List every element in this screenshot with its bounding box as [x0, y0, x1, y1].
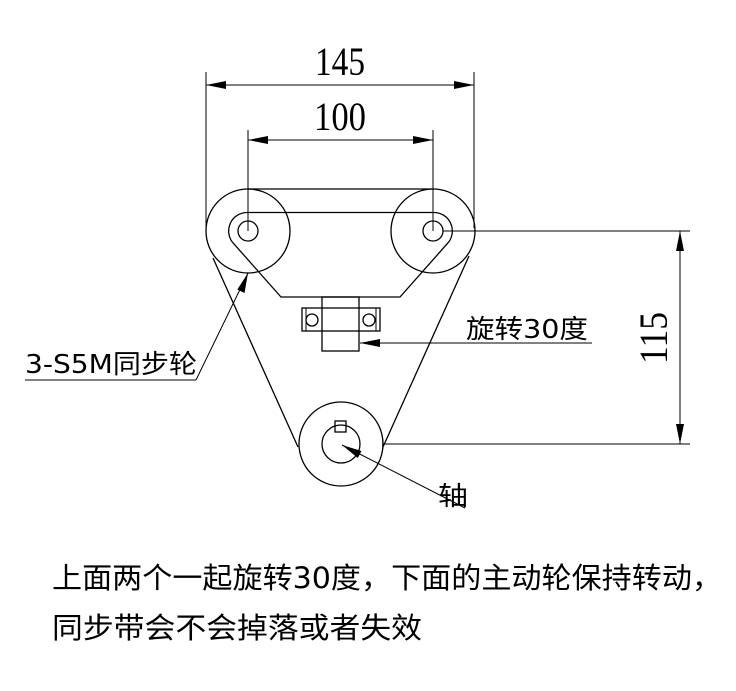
dimension-100-text: 100	[314, 94, 366, 139]
leader-rotate: 旋转30度	[360, 315, 592, 347]
dimension-115-text: 115	[631, 312, 676, 364]
pulley-drive	[298, 401, 384, 487]
pivot-shaft	[301, 296, 381, 352]
dimension-115: 115	[382, 230, 690, 445]
dimension-145-text: 145	[315, 39, 365, 84]
dimension-145: 145	[205, 39, 475, 228]
pulley-right	[390, 188, 476, 274]
timing-belt	[212, 188, 470, 448]
label-rotate-30: 旋转30度	[466, 315, 588, 345]
leader-pulley: 3-S5M同步轮	[25, 272, 249, 381]
label-shaft: 轴	[438, 482, 468, 512]
leader-shaft: 轴	[341, 444, 468, 512]
swing-plate	[228, 211, 453, 298]
note-line-2: 同步带会不会掉落或者失效	[52, 611, 422, 645]
note-line-1: 上面两个一起旋转30度，下面的主动轮保持转动，	[52, 561, 722, 595]
label-pulley: 3-S5M同步轮	[25, 350, 197, 380]
dimension-100: 100	[247, 94, 434, 231]
